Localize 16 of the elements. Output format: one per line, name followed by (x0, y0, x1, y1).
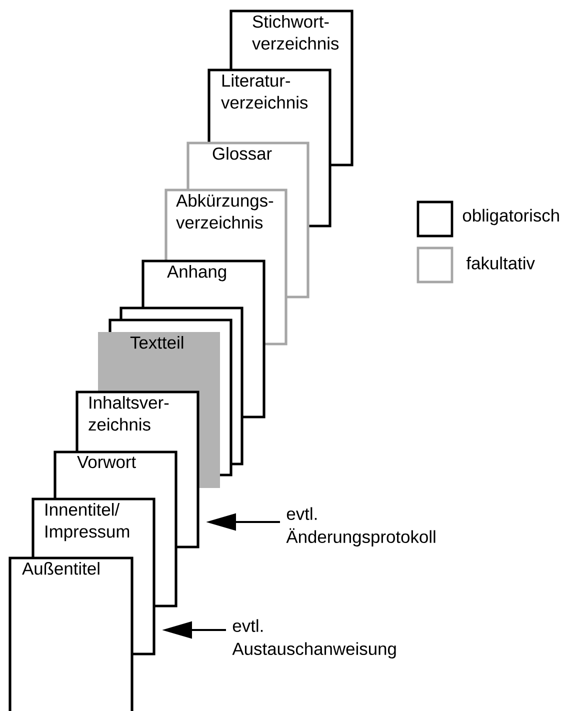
annotation-text: evtl. Änderungsprotokoll (286, 507, 436, 546)
page: Vorwort (54, 450, 178, 499)
page: Inhaltsver- zeichnis (76, 390, 200, 452)
annotation-text: evtl. Austauschanweisung (232, 619, 396, 658)
page: Textteil (98, 332, 220, 392)
page: Literatur- verzeichnis (208, 68, 332, 143)
legend-label: obligatorisch (462, 208, 559, 226)
page: Außentitel (8, 556, 134, 711)
page: Abkürzungs- verzeichnis (164, 188, 288, 261)
legend-label: fakultativ (466, 256, 535, 270)
page: Innentitel/ Impressum (32, 498, 156, 558)
page: Anhang (142, 260, 266, 308)
page: Glossar (186, 142, 310, 190)
page (108, 318, 232, 332)
page (120, 306, 244, 320)
page: Stichwort- verzeichnis (230, 10, 354, 70)
